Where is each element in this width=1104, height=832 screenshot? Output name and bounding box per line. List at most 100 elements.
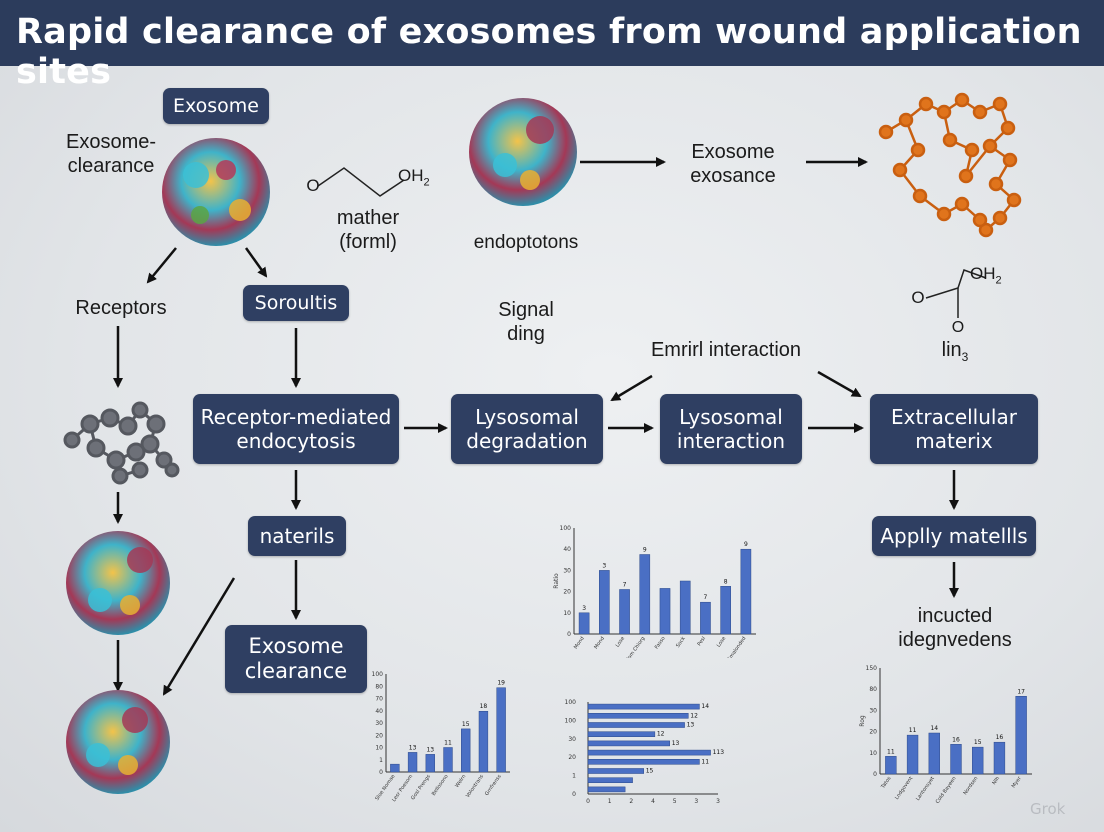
chart-tick-label: 10 xyxy=(563,610,571,617)
page-title: Rapid clearance of exosomes from wound a… xyxy=(0,0,1104,92)
exosome-box: Exosome xyxy=(163,88,269,124)
chart-tick-label: 3 xyxy=(716,798,720,805)
chart-category-label: Grnfrenss xyxy=(484,773,503,797)
extracellular-matrix-box: Extracellular materix xyxy=(870,394,1038,464)
chart-bar xyxy=(659,588,671,635)
chart-bar xyxy=(639,554,651,635)
chart-category-label: Myer xyxy=(1011,775,1024,789)
chart-data-label: 3 xyxy=(602,562,606,569)
chart-category-label: Pesl xyxy=(696,636,707,648)
chart-data-label: 7 xyxy=(704,594,708,601)
chart-category-label: Com Chiorg xyxy=(625,636,647,658)
chart-data-label: 15 xyxy=(462,721,470,728)
chart-tick-label: 0 xyxy=(567,631,571,638)
chart-bar xyxy=(496,687,506,773)
incucted-label: incucted idegnvedens xyxy=(898,605,1012,651)
chart-data-label: 11 xyxy=(444,740,452,747)
chart-category-label: Bellosono xyxy=(431,774,450,797)
chart-category-label: Lndgovent xyxy=(894,776,914,801)
chart-bar xyxy=(740,548,752,635)
chart-tick-label: 100 xyxy=(560,525,572,532)
chart-data-label: 8 xyxy=(724,578,728,585)
chart-category-label: Mond xyxy=(573,636,586,651)
chart-tick-label: 100 xyxy=(372,671,384,678)
chart-category-label: Welrn xyxy=(454,774,467,789)
chart-tick-label: 10 xyxy=(375,745,383,752)
chart-tick-label: 70 xyxy=(375,696,383,703)
chart-data-label: 9 xyxy=(643,547,647,554)
arrow-exosome-to-soroultis xyxy=(244,247,268,278)
lysosomal-degradation-box: Lysosomal degradation xyxy=(451,394,603,464)
exosome-clearance-box: Exosome clearance xyxy=(225,625,367,693)
chart-data-label: 15 xyxy=(974,739,982,746)
subscript-2: 2 xyxy=(995,274,1002,287)
chart-data-label: 11 xyxy=(701,758,709,765)
chart-category-label: Nordsen xyxy=(963,776,980,796)
subscript-2: 2 xyxy=(423,176,430,189)
chart-data-label: 17 xyxy=(1017,688,1025,695)
chart-bar xyxy=(587,777,633,783)
chart-tick-label: 0 xyxy=(586,798,590,805)
chart-data-label: 14 xyxy=(930,725,938,732)
chart-tick-label: 30 xyxy=(563,567,571,574)
chart-bar xyxy=(407,752,418,773)
chart-bar xyxy=(587,759,700,765)
chart-tick-label: 150 xyxy=(866,665,878,672)
arrow-emirl-to-matrix xyxy=(817,370,862,398)
chart-bar xyxy=(587,768,644,774)
chart-category-label: Mond xyxy=(593,636,606,651)
chart-data-label: 11 xyxy=(887,748,895,755)
exosome-particle-icon xyxy=(66,690,170,794)
chemical-bond-right xyxy=(925,269,987,299)
chart-data-label: 14 xyxy=(701,703,709,710)
subscript-3: 3 xyxy=(961,350,969,364)
chart-tick-label: 10 xyxy=(869,750,877,757)
chart-data-label: 12 xyxy=(657,731,665,738)
chart-tick-label: 30 xyxy=(375,720,383,727)
chart-data-label: 15 xyxy=(646,768,654,775)
chart-bar xyxy=(390,763,400,773)
chart-category-label: Sock xyxy=(675,636,687,649)
chart-data-label: 13 xyxy=(426,746,434,753)
chart-data-label: 18 xyxy=(480,703,488,710)
apply-materials-box: Applly matellls xyxy=(872,516,1036,556)
chart-bar xyxy=(587,703,700,710)
chart-data-label: 13 xyxy=(672,740,680,747)
chart-tick-label: 20 xyxy=(869,729,877,736)
chem-oh2-right: OH2 xyxy=(970,264,1002,287)
chart-data-label: 9 xyxy=(744,541,748,548)
chart-tick-label: 0 xyxy=(572,791,576,798)
chart-category-label: Volontrans xyxy=(465,773,485,799)
chart-tick-label: 5 xyxy=(673,798,677,805)
chart-category-label: Lose xyxy=(615,636,626,649)
bar-chart-bottom-right: 010203080150Rog11Tatos11Lndgovent14Lanto… xyxy=(859,665,1032,805)
lin-label: lin3 xyxy=(941,339,969,364)
soroultis-box: Soroultis xyxy=(243,285,349,321)
chart-bar xyxy=(1015,696,1027,775)
chart-tick-label: 20 xyxy=(375,732,383,739)
mather-formula-label: mather (forml) xyxy=(336,207,400,253)
chart-bar xyxy=(700,601,711,635)
chart-bar xyxy=(587,713,689,719)
chart-bar xyxy=(906,734,919,775)
chart-data-label: 11 xyxy=(909,727,917,734)
chart-data-label: 3 xyxy=(582,605,586,612)
chart-category-label: Cold Bayeen xyxy=(935,776,958,805)
chart-tick-label: 0 xyxy=(873,771,877,778)
chart-data-label: 113 xyxy=(713,749,725,756)
chart-bar xyxy=(461,728,471,773)
chart-data-label: 19 xyxy=(497,680,505,687)
chart-bar xyxy=(587,786,626,793)
chart-bar xyxy=(425,754,435,773)
grey-molecule-icon xyxy=(63,401,180,485)
chart-bar xyxy=(885,756,897,775)
chart-axis-label: Ratio xyxy=(553,573,560,589)
endoptotons-label: endoptotons xyxy=(473,232,579,253)
chem-o-left: O xyxy=(306,176,320,195)
chart-tick-label: 1 xyxy=(379,757,383,764)
chart-category-label: Fasso xyxy=(654,636,667,651)
